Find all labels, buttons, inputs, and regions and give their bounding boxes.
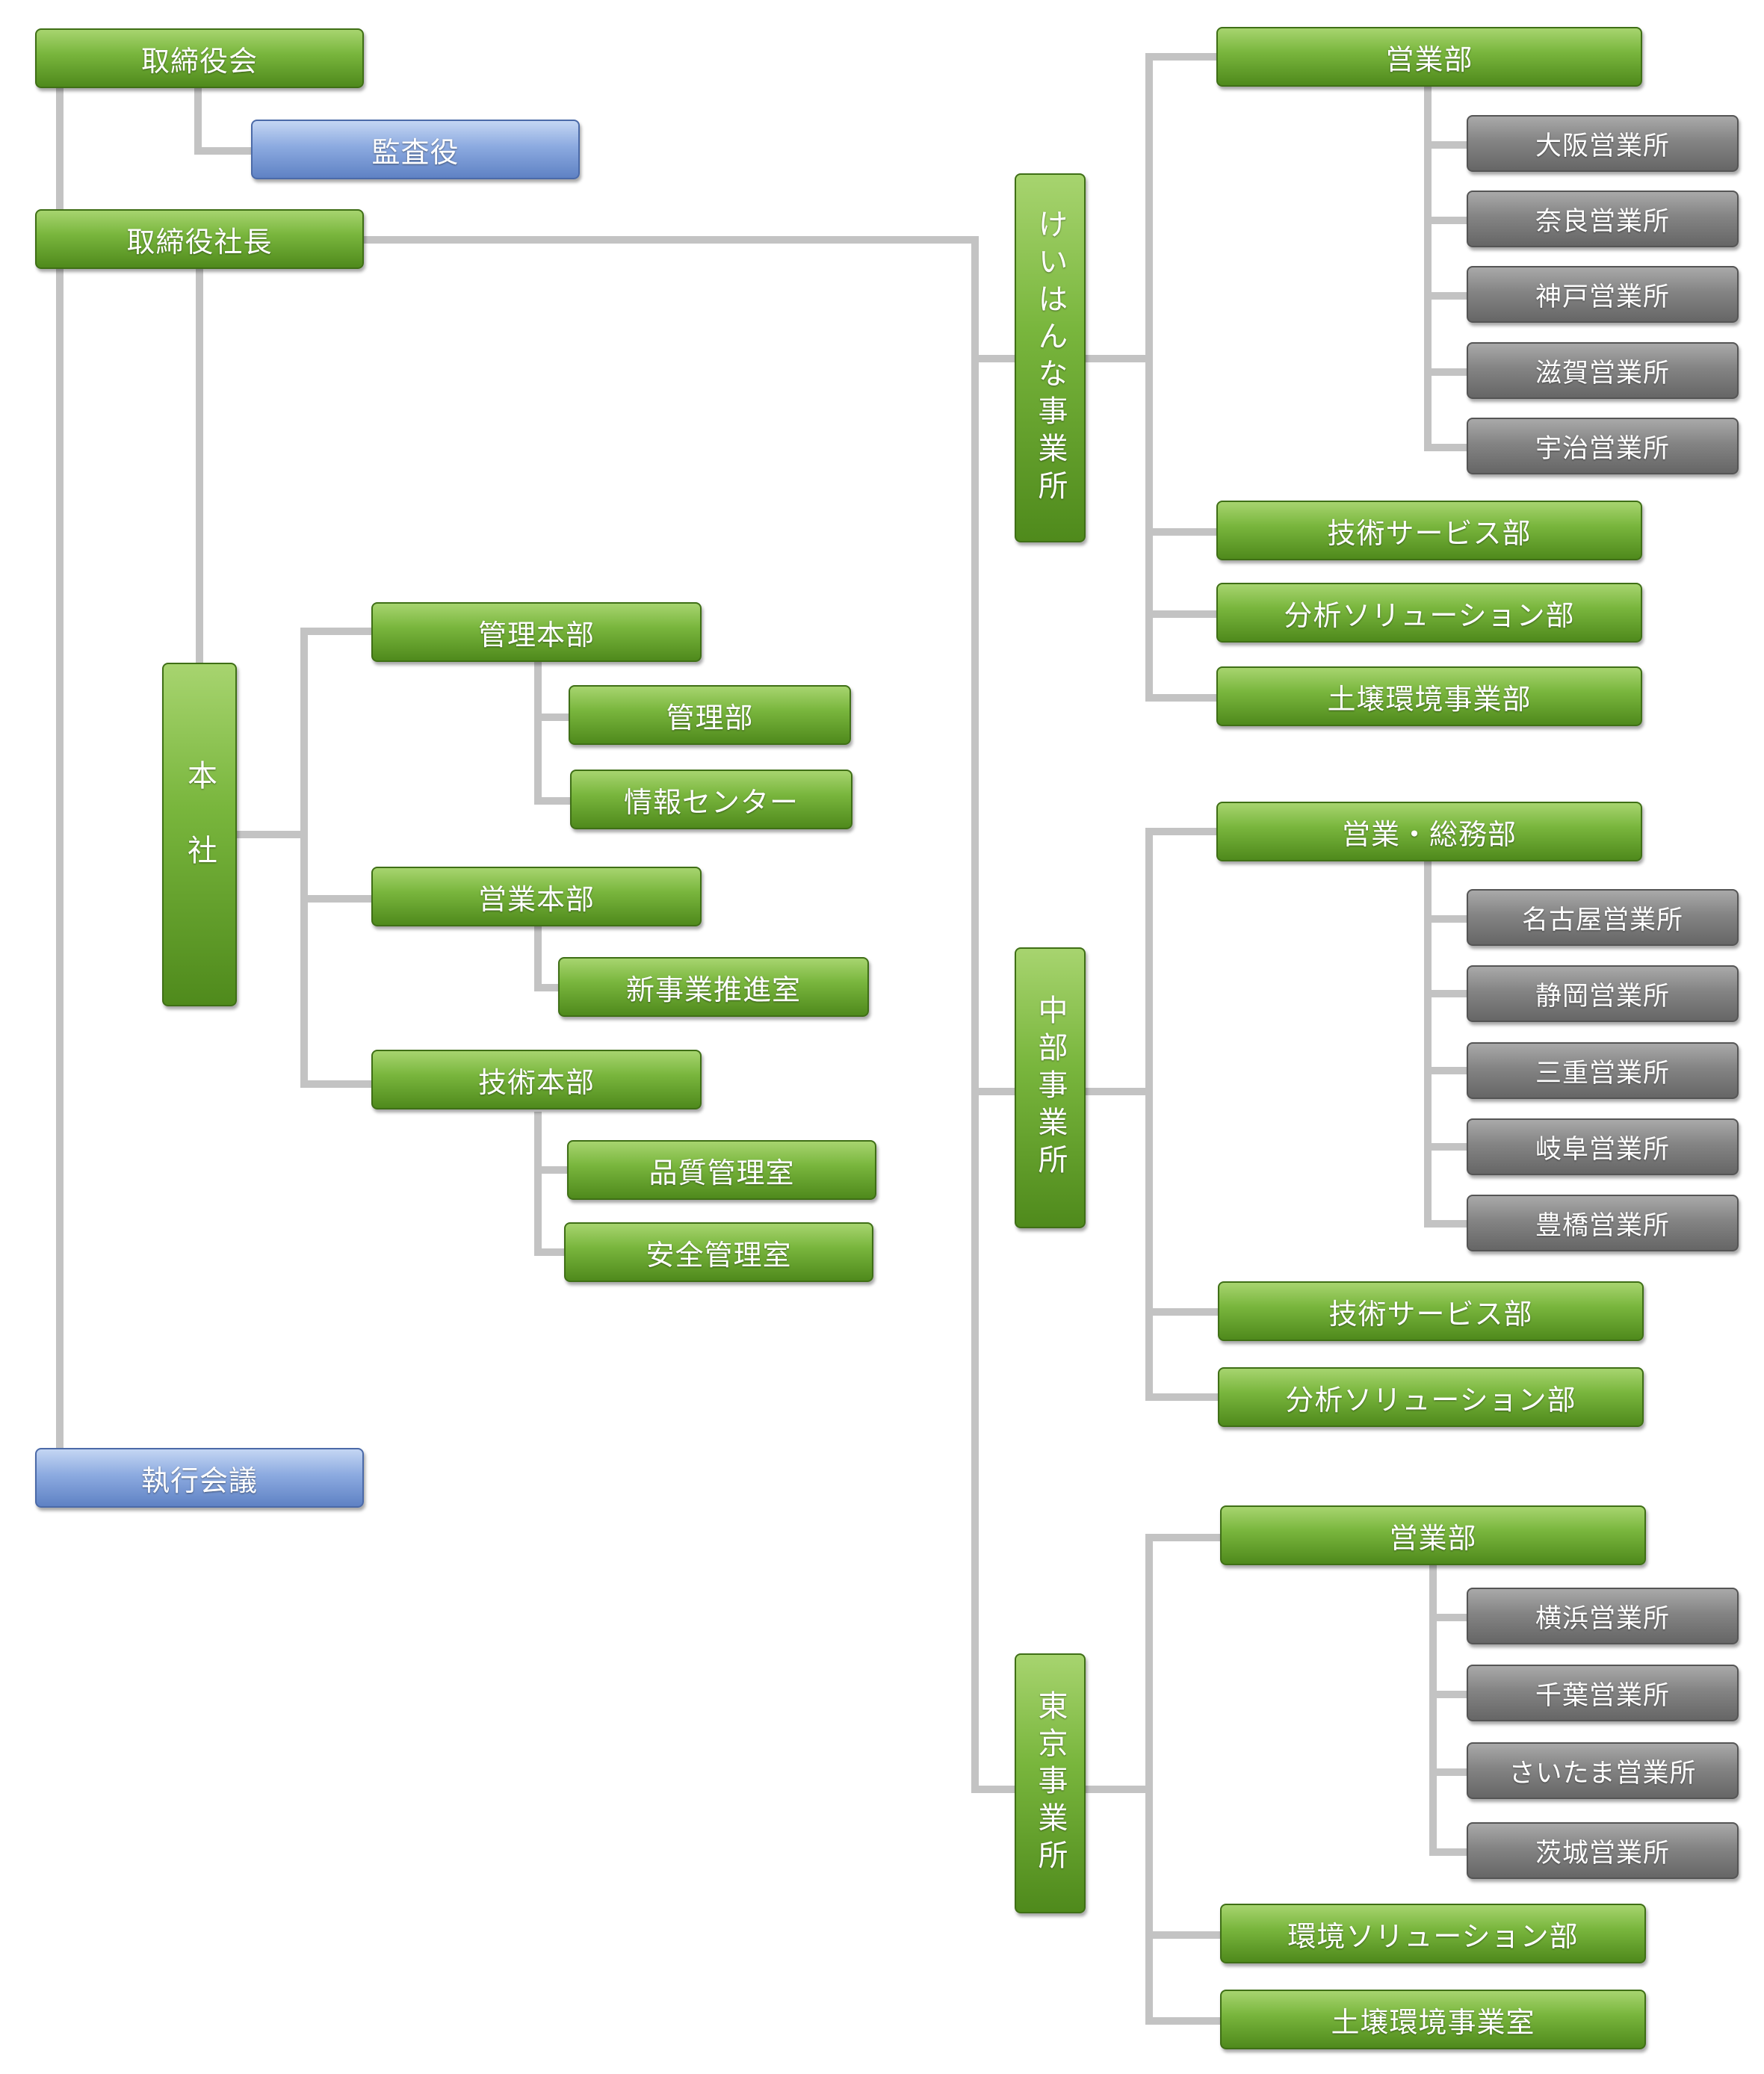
admin-department-box: 管理部 [569, 685, 851, 745]
chubu-branch-gifu: 岐阜営業所 [1467, 1118, 1739, 1175]
tech-division-box: 技術本部 [371, 1050, 702, 1109]
executive-meeting-box: 執行会議 [35, 1448, 364, 1508]
keihanna-soil-environment-dept-box: 土壌環境事業部 [1216, 666, 1642, 726]
tokyo-branch-chiba: 千葉営業所 [1467, 1665, 1739, 1721]
info-center-box: 情報センター [570, 770, 852, 829]
headquarters-box: 本社 [162, 663, 237, 1006]
sales-division-box: 営業本部 [371, 867, 702, 926]
chubu-tech-service-dept-box: 技術サービス部 [1218, 1281, 1644, 1341]
keihanna-branch-kobe: 神戸営業所 [1467, 266, 1739, 323]
tokyo-soil-environment-office-box: 土壌環境事業室 [1220, 1990, 1646, 2049]
board-of-directors-box: 取締役会 [35, 28, 364, 88]
auditor-box: 監査役 [251, 120, 580, 179]
keihanna-office-box: けいはんな事業所 [1015, 173, 1086, 542]
safety-management-office-box: 安全管理室 [564, 1222, 873, 1282]
chubu-branch-shizuoka: 静岡営業所 [1467, 965, 1739, 1022]
chubu-analysis-solution-dept-box: 分析ソリューション部 [1218, 1367, 1644, 1427]
new-business-office-box: 新事業推進室 [558, 957, 869, 1017]
chubu-branch-toyohashi: 豊橋営業所 [1467, 1195, 1739, 1251]
keihanna-branch-shiga: 滋賀営業所 [1467, 342, 1739, 399]
chubu-branch-mie: 三重営業所 [1467, 1042, 1739, 1099]
keihanna-analysis-solution-dept-box: 分析ソリューション部 [1216, 583, 1642, 643]
quality-control-office-box: 品質管理室 [567, 1140, 876, 1200]
president-box: 取締役社長 [35, 209, 364, 269]
tokyo-branch-ibaraki: 茨城営業所 [1467, 1822, 1739, 1879]
tokyo-sales-dept-box: 営業部 [1220, 1505, 1646, 1565]
admin-division-box: 管理本部 [371, 602, 702, 662]
chubu-office-box: 中部事業所 [1015, 947, 1086, 1228]
keihanna-branch-nara: 奈良営業所 [1467, 191, 1739, 247]
keihanna-branch-osaka: 大阪営業所 [1467, 115, 1739, 172]
keihanna-branch-uji: 宇治営業所 [1467, 418, 1739, 474]
tokyo-environment-solution-dept-box: 環境ソリューション部 [1220, 1904, 1646, 1963]
tokyo-office-box: 東京事業所 [1015, 1653, 1086, 1913]
chubu-branch-nagoya: 名古屋営業所 [1467, 889, 1739, 946]
chubu-sales-general-affairs-dept-box: 営業・総務部 [1216, 802, 1642, 861]
keihanna-sales-dept-box: 営業部 [1216, 27, 1642, 87]
keihanna-tech-service-dept-box: 技術サービス部 [1216, 501, 1642, 560]
tokyo-branch-yokohama: 横浜営業所 [1467, 1588, 1739, 1644]
tokyo-branch-saitama: さいたま営業所 [1467, 1742, 1739, 1799]
